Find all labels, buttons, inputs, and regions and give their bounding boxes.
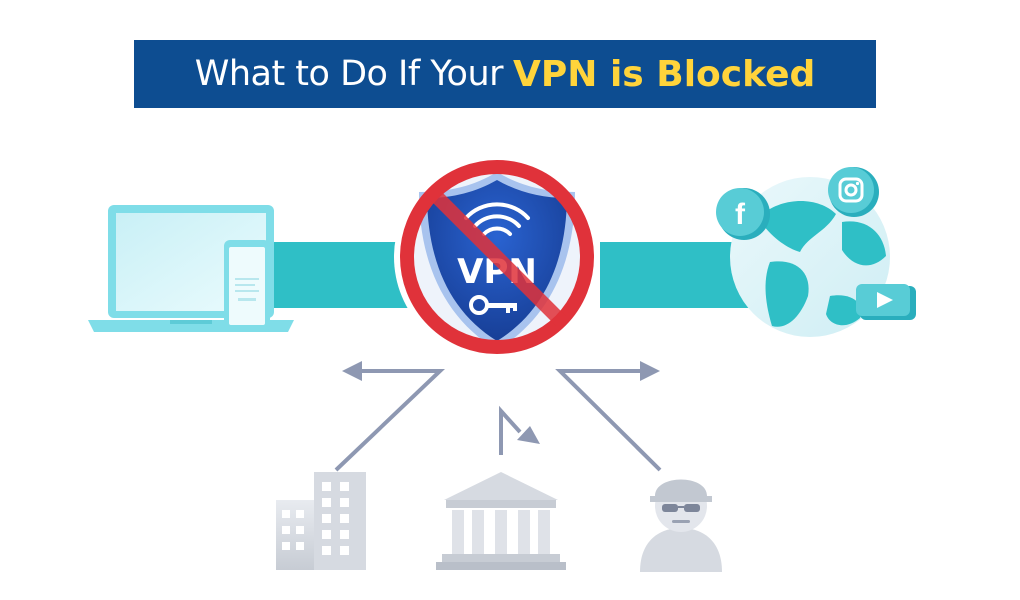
government-building-icon [436,472,566,570]
title-banner: What to Do If Your VPN is Blocked [134,40,876,108]
smartphone-icon [224,240,270,332]
instagram-icon [828,167,879,217]
globe-icon [730,177,890,337]
title-highlight: VPN is Blocked [513,53,816,95]
hacker-icon [640,479,722,572]
arrow-center [499,405,522,455]
blocked-vpn-shield: VPN [394,154,600,360]
tunnel-left [262,242,412,308]
key-icon [469,295,517,315]
youtube-icon [856,284,916,320]
svg-text:f: f [735,198,746,231]
arrow-right-head [640,361,660,381]
office-building-icon [276,472,366,570]
arrow-left-head [342,361,362,381]
arrow-left [334,369,446,472]
arrows [334,369,662,472]
arrow-center-head [517,426,540,444]
arrow-right [555,369,662,472]
tunnel-right [600,242,750,308]
title-prefix: What to Do If Your [194,54,504,94]
ban-icon [400,160,594,354]
facebook-icon: f [716,188,770,240]
wifi-icon [464,202,530,236]
